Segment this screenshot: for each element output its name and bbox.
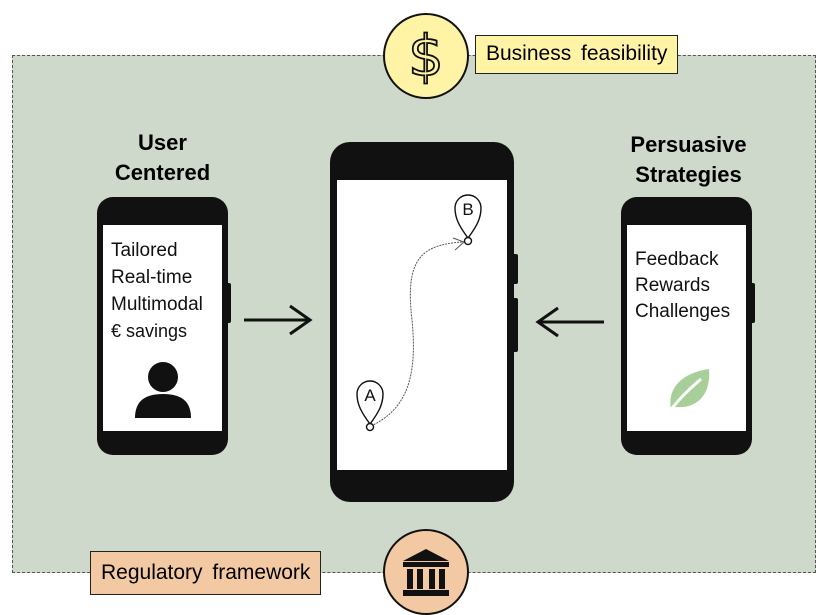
left-phone-side-button xyxy=(226,283,231,323)
dollar-icon: $ xyxy=(407,23,444,90)
user-centered-list: Tailored Real-time Multimodal € savings xyxy=(111,237,203,345)
persuasive-strategies-list: Feedback Rewards Challenges xyxy=(635,247,730,325)
dollar-circle: $ xyxy=(383,13,469,99)
list-item: Rewards xyxy=(635,275,710,296)
list-item: Real-time xyxy=(111,267,193,288)
center-phone xyxy=(330,142,518,502)
right-phone-side-button xyxy=(750,283,755,323)
arrow-left-icon xyxy=(535,306,604,338)
persuasive-strategies-line2: Strategies xyxy=(635,162,742,187)
pin-a-icon: A xyxy=(356,380,384,432)
user-icon xyxy=(135,362,191,418)
route-line xyxy=(370,241,463,427)
list-item: Multimodal xyxy=(111,294,203,315)
svg-text:$: $ xyxy=(408,24,444,89)
user-centered-line1: User xyxy=(138,130,187,155)
right-phone: Feedback Rewards Challenges xyxy=(621,197,755,455)
pin-b-icon: B xyxy=(454,194,482,246)
pin-a-label: A xyxy=(364,386,376,405)
list-item: € savings xyxy=(111,321,188,341)
leaf-icon xyxy=(665,369,710,416)
center-phone-screen xyxy=(337,180,507,470)
user-centered-heading: User Centered xyxy=(80,128,245,188)
persuasive-strategies-heading: Persuasive Strategies xyxy=(606,130,771,190)
list-item: Feedback xyxy=(635,249,719,270)
bank-circle xyxy=(383,529,469,615)
right-phone-screen: Feedback Rewards Challenges xyxy=(627,225,746,431)
business-feasibility-label: Business feasibility xyxy=(475,35,679,74)
regulatory-framework-label: Regulatory framework xyxy=(90,551,322,595)
center-phone-side-button-1 xyxy=(512,254,518,284)
user-centered-line2: Centered xyxy=(114,160,211,185)
arrow-right-icon xyxy=(244,304,313,336)
left-phone-screen: Tailored Real-time Multimodal € savings xyxy=(103,225,222,431)
bank-building-icon xyxy=(403,549,449,596)
center-phone-side-button-2 xyxy=(512,298,518,352)
persuasive-strategies-line1: Persuasive xyxy=(630,132,747,157)
route-arrowhead xyxy=(452,237,465,251)
left-phone: Tailored Real-time Multimodal € savings xyxy=(97,197,231,455)
list-item: Tailored xyxy=(111,240,178,261)
pin-b-label: B xyxy=(462,200,473,219)
list-item: Challenges xyxy=(635,301,731,322)
